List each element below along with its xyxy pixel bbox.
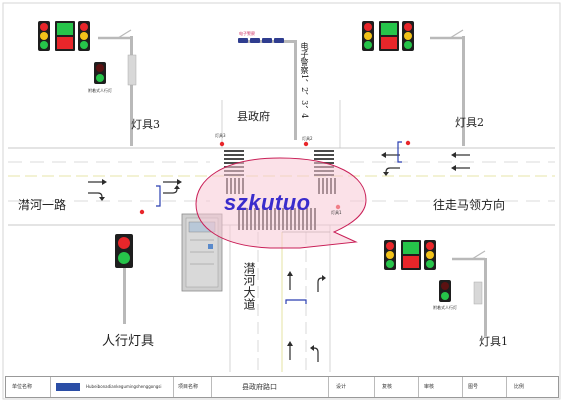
arrow-west-2 — [383, 167, 400, 176]
footer-drawing-no: 图号 — [468, 384, 479, 390]
camera-icon-3 — [262, 38, 272, 43]
label-ped-button-3: 附着式人行灯 — [88, 88, 112, 93]
camera-icon-2 — [250, 38, 260, 43]
label-pole-2: 灯具2 — [302, 136, 313, 141]
arrow-north-4 — [310, 345, 319, 362]
footer-company: Hubeibonadiankegumingshenggongsi — [86, 384, 162, 389]
company-logo — [56, 383, 80, 391]
arrow-north-1 — [287, 271, 293, 290]
camera-icon-4 — [274, 38, 284, 43]
footer-check: 复核 — [382, 384, 393, 390]
footer-review: 审核 — [424, 384, 435, 390]
label-road-south: 潸河大道 — [242, 262, 256, 310]
watermark-text: szkutuo — [224, 190, 311, 215]
crosswalk-stripe — [224, 150, 244, 152]
signal-head-3b — [78, 21, 90, 51]
arrow-west-3 — [451, 152, 470, 158]
crosswalk-stripe — [314, 158, 334, 160]
label-pedestrian-light: 人行灯具 — [102, 334, 155, 349]
countdown-display-3 — [55, 21, 75, 51]
footer-project-value: 县政府路口 — [242, 383, 277, 391]
arrow-east-1 — [88, 179, 107, 185]
signal-head-2a — [362, 21, 374, 51]
signal-light-3 — [38, 21, 137, 146]
label-pole-1: 灯具1 — [331, 210, 342, 215]
arrow-east-2 — [88, 192, 105, 201]
vertical-road — [221, 100, 341, 372]
signal-light-1 — [384, 240, 487, 336]
label-pole-3: 灯具3 — [215, 133, 226, 138]
arrow-east-4 — [163, 185, 180, 194]
pedestrian-head-1 — [439, 280, 451, 302]
label-camera: 电子警察1、2、3、4 — [300, 42, 309, 119]
label-road-east: 往走马领方向 — [433, 198, 506, 212]
arrow-east-3 — [163, 179, 182, 185]
title-block: 单位名称 Hubeibonadiankegumingshenggongsi 项目… — [5, 376, 559, 398]
label-light-2: 灯具2 — [455, 116, 484, 129]
pedestrian-signal — [115, 234, 133, 324]
signal-head-1b — [424, 240, 436, 270]
crosswalk-stripe — [314, 154, 334, 156]
crosswalk-stripe — [224, 162, 244, 164]
crosswalk-stripe — [224, 154, 244, 156]
countdown-display-1 — [401, 240, 421, 270]
camera-gantry — [238, 38, 297, 140]
label-camera-small: 电子警察 — [239, 31, 255, 36]
label-light-1: 灯具1 — [479, 335, 508, 348]
arrow-west-4 — [451, 165, 470, 171]
footer-design: 设计 — [336, 384, 347, 390]
label-ped-button-1: 附着式人行灯 — [433, 305, 457, 310]
crosswalk-stripe — [314, 150, 334, 152]
label-county-gov: 县政府 — [237, 110, 270, 123]
footer-project-label: 项目名称 — [178, 384, 199, 390]
crosswalk-stripe — [224, 158, 244, 160]
label-road-west: 潸河一路 — [18, 198, 67, 212]
signal-head-2b — [402, 21, 414, 51]
arrow-north-2 — [317, 275, 326, 292]
pedestrian-head-main — [115, 234, 133, 268]
pedestrian-head-3 — [94, 62, 106, 84]
label-light-3: 灯具3 — [131, 118, 160, 131]
signal-head-3a — [38, 21, 50, 51]
signal-head-1a — [384, 240, 396, 270]
watermark-bubble — [195, 157, 367, 249]
signal-light-2 — [362, 21, 465, 146]
countdown-display-2 — [379, 21, 399, 51]
camera-icon-1 — [238, 38, 248, 43]
arrow-north-3 — [287, 341, 293, 360]
footer-unit-label: 单位名称 — [12, 384, 33, 390]
footer-scale: 比例 — [514, 384, 525, 390]
